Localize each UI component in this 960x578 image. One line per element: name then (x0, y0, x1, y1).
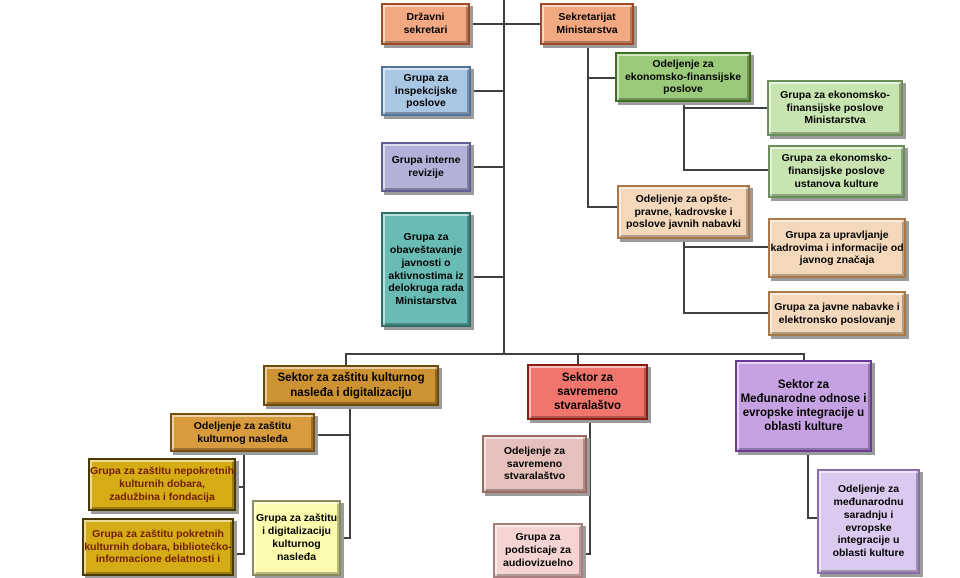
org-node-grupa-kadrovi: Grupa za upravljanje kadrovima i informa… (768, 218, 906, 278)
org-node-grupa-nepokretna-dobra: Grupa za zaštitu nepokretnih kulturnih d… (88, 458, 236, 511)
connector-line (683, 107, 767, 109)
connector-line (503, 0, 505, 354)
connector-line (589, 420, 591, 555)
org-chart-canvas: { "diagram": { "type": "org-chart", "lan… (82, 0, 920, 578)
connector-line (807, 452, 809, 519)
connector-line (587, 77, 615, 79)
org-node-odeljenje-ekonomsko: Odeljenje za ekonomsko-finansijske poslo… (615, 52, 751, 102)
connector-line (236, 486, 245, 488)
connector-line (803, 353, 805, 361)
org-node-grupa-podsticaji: Grupa za podsticaje za audiovizuelno (493, 523, 583, 578)
connector-line (807, 517, 819, 519)
org-node-sektor-medjunarodni: Sektor za Međunarodne odnose i evropske … (735, 360, 872, 452)
connector-line (471, 276, 503, 278)
connector-line (234, 553, 245, 555)
connector-line (683, 169, 768, 171)
connector-line (583, 553, 591, 555)
connector-line (683, 246, 768, 248)
connector-line (683, 312, 768, 314)
connector-line (243, 452, 245, 555)
connector-line (577, 353, 579, 365)
org-node-odeljenje-nasledje: Odeljenje za zaštitu kulturnog nasleđa (170, 413, 315, 452)
connector-line (341, 537, 351, 539)
connector-line (587, 206, 617, 208)
org-node-odeljenje-savremeno: Odeljenje za savremeno stvaralaštvo (482, 435, 587, 493)
connector-line (345, 353, 805, 355)
org-node-odeljenje-medjunarodno: Odeljenje za međunarodnu saradnju i evro… (817, 469, 920, 574)
org-node-sektor-savremeno: Sektor za savremeno stvaralaštvo (527, 364, 648, 420)
org-node-grupa-obavestavanje: Grupa za obaveštavanje javnosti o aktivn… (381, 212, 471, 327)
connector-line (683, 239, 685, 314)
connector-line (471, 90, 503, 92)
connector-line (683, 102, 685, 171)
org-node-grupa-ekonomsko-min: Grupa za ekonomsko- finansijske poslove … (767, 80, 903, 136)
connector-line (349, 406, 351, 539)
org-node-sektor-nasledje: Sektor za zaštitu kulturnog nasleđa i di… (263, 365, 439, 406)
org-node-grupa-javne-nabavke: Grupa za javne nabavke i elektronsko pos… (768, 291, 906, 336)
org-node-odeljenje-opste-pravne: Odeljenje za opšte- pravne, kadrovske i … (617, 185, 750, 239)
org-node-sekretarijat-ministarstva: Sekretarijat Ministarstva (540, 3, 634, 45)
org-node-drzavni-sekretari: Državni sekretari (381, 3, 470, 45)
org-node-grupa-interne-revizije: Grupa interne revizije (381, 142, 471, 192)
connector-line (587, 45, 589, 208)
org-node-grupa-inspekcijske: Grupa za inspekcijske poslove (381, 66, 471, 116)
connector-line (471, 166, 503, 168)
connector-line (585, 462, 591, 464)
connector-line (315, 434, 351, 436)
connector-line (470, 23, 540, 25)
org-node-grupa-pokretna-dobra: Grupa za zaštitu pokretnih kulturnih dob… (82, 518, 234, 576)
org-node-grupa-digitalizacija: Grupa za zaštitu i digitalizaciju kultur… (252, 500, 341, 576)
org-node-grupa-ekonomsko-ustanova: Grupa za ekonomsko- finansijske poslove … (768, 145, 905, 198)
connector-line (345, 353, 347, 366)
